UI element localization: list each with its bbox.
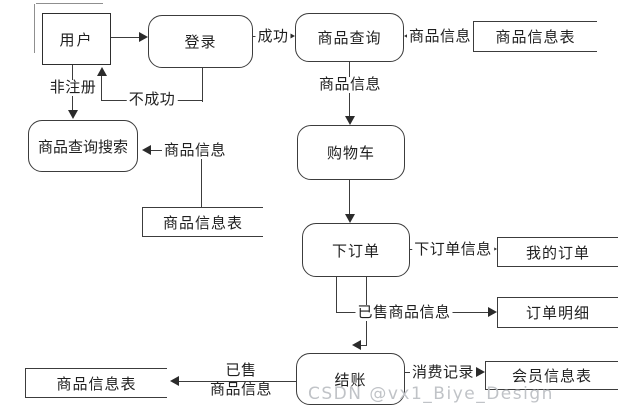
- arrowhead-user-search: [68, 110, 78, 119]
- flow-label-sold-product-info: 已售商品信息: [355, 305, 453, 321]
- arrowhead-login-user: [97, 67, 107, 76]
- flow-label-sold-line1: 已售: [225, 363, 257, 379]
- entity-user-label: 用户: [59, 32, 94, 49]
- entity-user: 用户: [42, 13, 111, 65]
- arrowhead-cart-order: [345, 214, 355, 223]
- process-login-label: 登录: [184, 35, 217, 51]
- store-product-info-table-bottom: 商品信息表: [25, 368, 167, 398]
- flow-label-sold-line2: 商品信息: [209, 382, 273, 398]
- user-entity-shadow-top: [36, 3, 103, 5]
- flow-label-product-info-cart: 商品信息: [316, 77, 384, 93]
- arrowhead-user-login: [139, 32, 148, 42]
- arrowhead-storemid-search: [142, 145, 151, 155]
- process-product-search: 商品查询搜索: [28, 120, 138, 172]
- user-entity-shadow-left: [34, 4, 36, 53]
- arrowhead-query-cart: [345, 116, 355, 125]
- flow-line-user-login: [111, 37, 140, 39]
- process-cart-label: 购物车: [326, 146, 375, 162]
- store-member-info-table: 会员信息表: [485, 361, 618, 390]
- store-product-info-table-bottom-label: 商品信息表: [56, 376, 137, 393]
- process-product-query: 商品查询: [295, 13, 404, 62]
- arrowhead-order-detail: [488, 307, 497, 317]
- store-order-detail-label: 订单明细: [525, 306, 590, 322]
- flow-label-sold-two-line: 已售 商品信息: [210, 362, 272, 400]
- flow-line-login-user-v1: [202, 68, 204, 102]
- flow-label-product-info-query: 商品信息: [406, 29, 474, 45]
- flow-label-consume-record: 消费记录: [409, 365, 477, 381]
- flow-line-login-user-v2: [101, 75, 103, 101]
- store-product-info-table-mid: 商品信息表: [142, 207, 263, 237]
- store-order-detail: 订单明细: [497, 297, 618, 328]
- process-login: 登录: [148, 15, 253, 68]
- process-place-order: 下订单: [302, 223, 410, 277]
- csdn-watermark: CSDN @vx1_Biye_Design: [308, 384, 554, 404]
- flow-line-order-checkout-h: [361, 345, 367, 347]
- process-checkout: 结账: [296, 353, 405, 405]
- arrowhead-order-checkout: [352, 340, 361, 350]
- flow-label-product-info-search: 商品信息: [161, 143, 229, 159]
- arrowhead-checkout-storebottom: [170, 376, 179, 386]
- process-checkout-label: 结账: [334, 372, 367, 389]
- flow-line-cart-order: [349, 180, 351, 215]
- flow-line-order-detail-v: [336, 277, 338, 313]
- store-product-info-table-mid-label: 商品信息表: [162, 215, 243, 232]
- store-member-info-table-label: 会员信息表: [511, 369, 592, 385]
- flow-line-storemid-search-v: [201, 150, 203, 207]
- store-my-orders: 我的订单: [497, 237, 618, 267]
- flow-line-checkout-storebottom: [179, 381, 296, 383]
- flow-label-not-registered: 非注册: [47, 80, 99, 96]
- store-my-orders-label: 我的订单: [525, 245, 590, 262]
- flow-label-not-success: 不成功: [126, 92, 178, 108]
- process-product-query-label: 商品查询: [317, 31, 382, 47]
- flow-label-success: 成功: [255, 29, 291, 45]
- store-product-info-table-top: 商品信息表: [473, 21, 597, 52]
- process-product-search-label: 商品查询搜索: [37, 139, 128, 156]
- process-place-order-label: 下订单: [331, 243, 380, 260]
- store-product-info-table-top-label: 商品信息表: [495, 30, 576, 46]
- process-cart: 购物车: [297, 125, 405, 180]
- flow-label-order-info: 下订单信息: [412, 242, 494, 258]
- arrowhead-checkout-member: [476, 367, 485, 377]
